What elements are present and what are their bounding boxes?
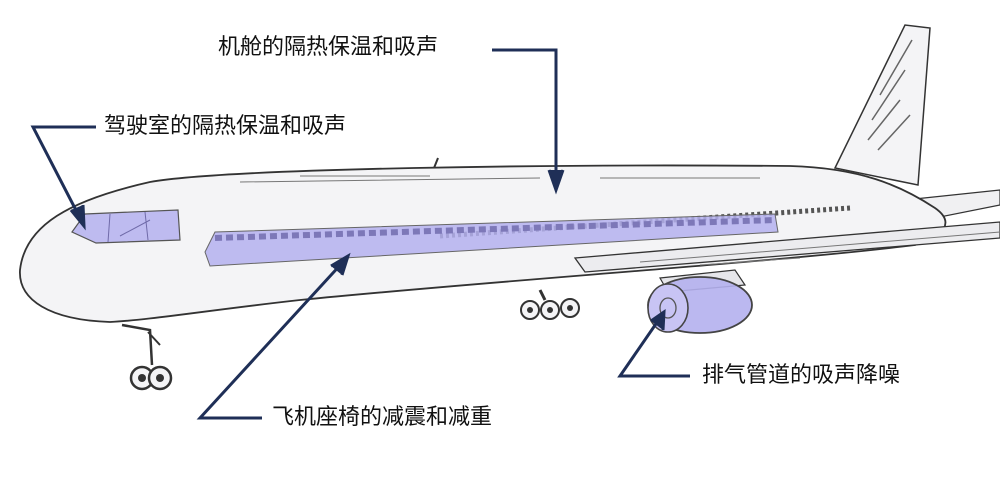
cockpit-frame <box>107 211 151 243</box>
leader-seats <box>196 252 351 420</box>
leader-cabin <box>492 48 565 195</box>
nose-landing-gear <box>121 323 173 391</box>
label-exhaust-noise: 排气管道的吸声降噪 <box>702 363 901 388</box>
wing-flap-lines <box>639 231 1000 266</box>
tail-fin-logo <box>867 39 913 151</box>
label-cockpit-insulation: 驾驶室的隔热保温和吸声 <box>104 114 347 139</box>
antenna <box>433 157 439 169</box>
upper-panel-lines <box>239 175 760 183</box>
label-seat-damping: 飞机座椅的减震和减重 <box>272 405 493 430</box>
leader-exhaust <box>617 309 690 378</box>
leader-cockpit <box>30 125 96 231</box>
wing <box>573 221 1000 273</box>
label-cabin-insulation: 机舱的隔热保温和吸声 <box>218 35 439 60</box>
engine-fan <box>659 297 677 319</box>
main-landing-gear <box>520 289 580 320</box>
seat-backs <box>214 217 776 241</box>
cockpit-window <box>71 209 181 244</box>
